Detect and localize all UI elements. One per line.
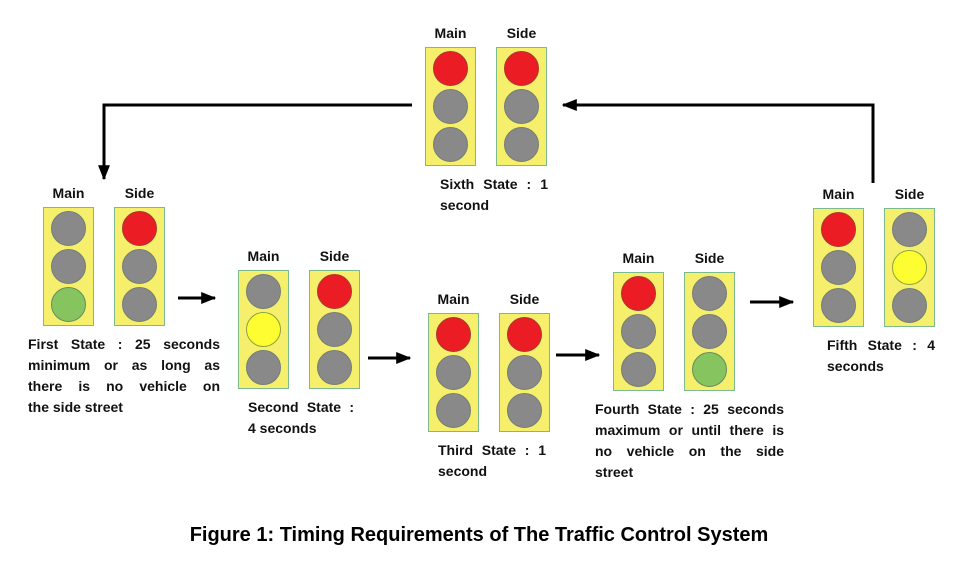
light-labels: Main Side bbox=[425, 25, 548, 41]
state-group-fifth: Main Side Fifth State : 4 seconds bbox=[813, 186, 935, 377]
traffic-lights bbox=[813, 208, 935, 327]
side-traffic-light bbox=[499, 313, 550, 432]
arrow-fifth-to-sixth bbox=[561, 99, 875, 183]
arrow-sixth-to-first bbox=[98, 103, 412, 181]
middle-light-bulb bbox=[433, 89, 468, 124]
bottom-light-bulb bbox=[436, 393, 471, 428]
light-labels: Main Side bbox=[238, 248, 360, 264]
bottom-light-bulb bbox=[246, 350, 281, 385]
side-label: Side bbox=[124, 185, 155, 201]
middle-light-bulb bbox=[692, 314, 727, 349]
top-light-bulb bbox=[246, 274, 281, 309]
top-light-bulb bbox=[507, 317, 542, 352]
side-traffic-light bbox=[884, 208, 935, 327]
middle-light-bulb bbox=[317, 312, 352, 347]
main-label: Main bbox=[247, 248, 280, 264]
bottom-light-bulb bbox=[122, 287, 157, 322]
traffic-lights bbox=[613, 272, 784, 391]
traffic-lights bbox=[43, 207, 220, 326]
side-traffic-light bbox=[496, 47, 547, 166]
middle-light-bulb bbox=[507, 355, 542, 390]
bottom-light-bulb bbox=[51, 287, 86, 322]
traffic-lights bbox=[425, 47, 548, 166]
middle-light-bulb bbox=[51, 249, 86, 284]
traffic-lights bbox=[428, 313, 550, 432]
bottom-light-bulb bbox=[504, 127, 539, 162]
top-light-bulb bbox=[621, 276, 656, 311]
state-caption: Fourth State : 25 seconds maximum or unt… bbox=[595, 401, 784, 480]
side-label: Side bbox=[894, 186, 925, 202]
state-group-third: Main Side Third State : 1 second bbox=[428, 291, 550, 482]
top-light-bulb bbox=[436, 317, 471, 352]
state-caption: Fifth State : 4 seconds bbox=[827, 337, 935, 374]
top-light-bulb bbox=[821, 212, 856, 247]
state-caption: Second State : 4 seconds bbox=[248, 399, 354, 436]
bottom-light-bulb bbox=[821, 288, 856, 323]
side-traffic-light bbox=[684, 272, 735, 391]
top-light-bulb bbox=[892, 212, 927, 247]
traffic-lights bbox=[238, 270, 360, 389]
middle-light-bulb bbox=[821, 250, 856, 285]
main-traffic-light bbox=[43, 207, 94, 326]
middle-light-bulb bbox=[504, 89, 539, 124]
side-label: Side bbox=[509, 291, 540, 307]
main-label: Main bbox=[434, 25, 467, 41]
state-group-first: Main Side First State : 25 seconds minim… bbox=[28, 185, 220, 418]
bottom-light-bulb bbox=[507, 393, 542, 428]
state-caption: Sixth State : 1 second bbox=[440, 176, 548, 213]
light-labels: Main Side bbox=[613, 250, 784, 266]
middle-light-bulb bbox=[892, 250, 927, 285]
state-group-fourth: Main Side Fourth State : 25 seconds maxi… bbox=[595, 250, 784, 483]
middle-light-bulb bbox=[122, 249, 157, 284]
top-light-bulb bbox=[317, 274, 352, 309]
side-label: Side bbox=[694, 250, 725, 266]
side-traffic-light bbox=[309, 270, 360, 389]
bottom-light-bulb bbox=[317, 350, 352, 385]
top-light-bulb bbox=[122, 211, 157, 246]
main-label: Main bbox=[52, 185, 85, 201]
side-label: Side bbox=[319, 248, 350, 264]
figure-caption: Figure 1: Timing Requirements of The Tra… bbox=[189, 524, 769, 546]
top-light-bulb bbox=[504, 51, 539, 86]
state-group-second: Main Side Second State : 4 seconds bbox=[238, 248, 360, 439]
bottom-light-bulb bbox=[692, 352, 727, 387]
main-label: Main bbox=[437, 291, 470, 307]
middle-light-bulb bbox=[436, 355, 471, 390]
main-traffic-light bbox=[238, 270, 289, 389]
main-label: Main bbox=[622, 250, 655, 266]
light-labels: Main Side bbox=[428, 291, 550, 307]
top-light-bulb bbox=[692, 276, 727, 311]
state-caption: Third State : 1 second bbox=[438, 442, 546, 479]
main-traffic-light bbox=[813, 208, 864, 327]
middle-light-bulb bbox=[246, 312, 281, 347]
bottom-light-bulb bbox=[892, 288, 927, 323]
state-group-sixth: Main Side Sixth State : 1 second bbox=[425, 25, 548, 216]
bottom-light-bulb bbox=[621, 352, 656, 387]
main-traffic-light bbox=[613, 272, 664, 391]
light-labels: Main Side bbox=[43, 185, 220, 201]
main-traffic-light bbox=[428, 313, 479, 432]
main-traffic-light bbox=[425, 47, 476, 166]
top-light-bulb bbox=[433, 51, 468, 86]
side-traffic-light bbox=[114, 207, 165, 326]
middle-light-bulb bbox=[621, 314, 656, 349]
top-light-bulb bbox=[51, 211, 86, 246]
side-label: Side bbox=[506, 25, 537, 41]
light-labels: Main Side bbox=[813, 186, 935, 202]
state-caption: First State : 25 seconds minimum or as l… bbox=[28, 336, 220, 415]
bottom-light-bulb bbox=[433, 127, 468, 162]
main-label: Main bbox=[822, 186, 855, 202]
